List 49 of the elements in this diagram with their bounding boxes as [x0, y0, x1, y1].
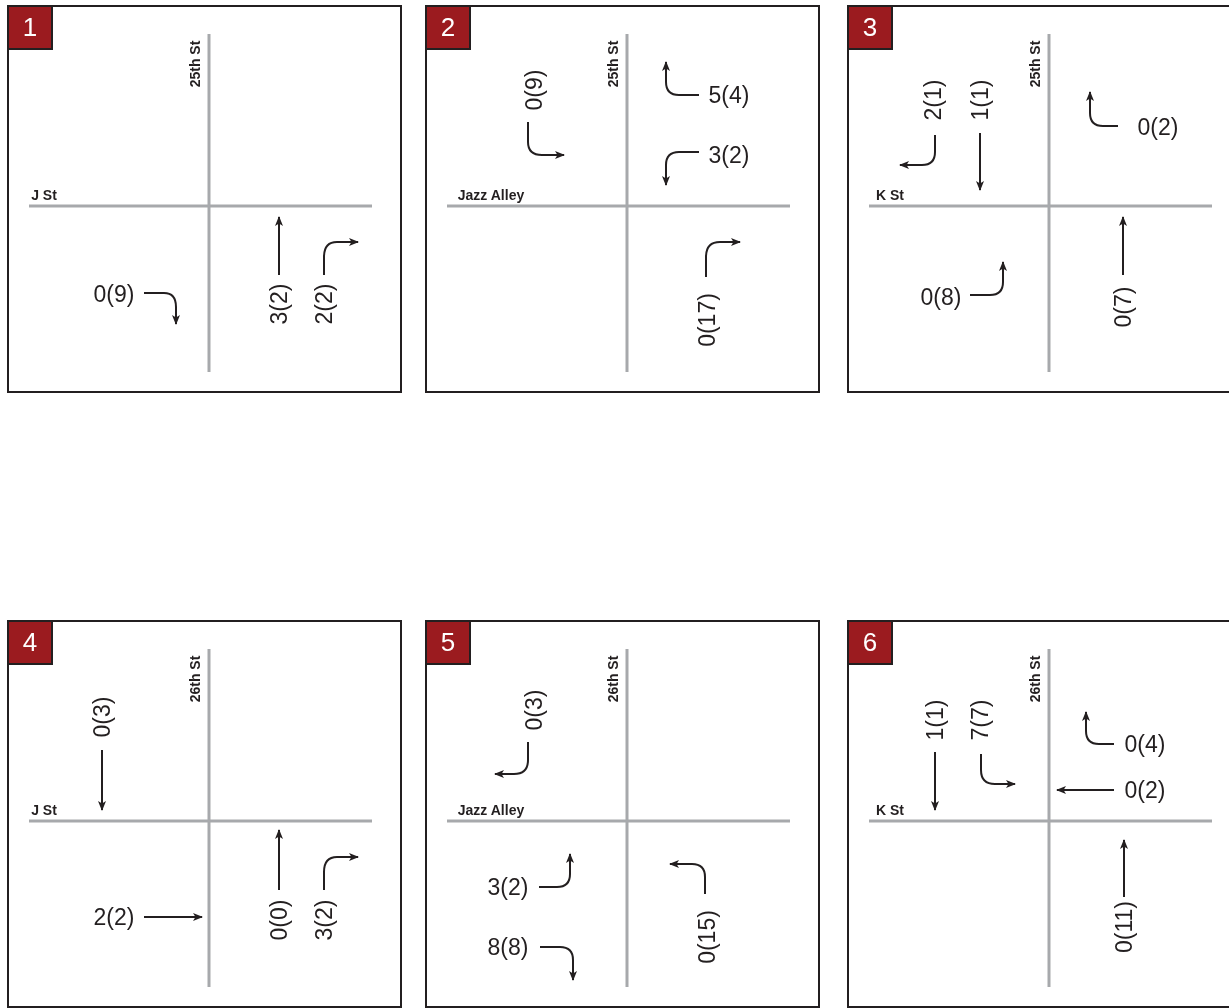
street-name: 25th St: [188, 40, 202, 88]
traffic-count: 1(1): [968, 79, 992, 121]
traffic-count: 0(9): [93, 282, 135, 306]
street-name: Jazz Alley: [457, 188, 525, 202]
traffic-count: 0(7): [1111, 286, 1135, 328]
traffic-count: 0(8): [920, 285, 962, 309]
traffic-count: 0(2): [1137, 115, 1179, 139]
traffic-count: 1(1): [923, 699, 947, 741]
traffic-count: 2(1): [921, 79, 945, 121]
street-name: J St: [31, 188, 57, 202]
street-name: J St: [31, 803, 57, 817]
traffic-count: 0(2): [1124, 778, 1166, 802]
traffic-count: 0(3): [90, 696, 114, 738]
street-name: 26th St: [1028, 655, 1042, 703]
traffic-count: 3(2): [267, 283, 291, 325]
traffic-count: 3(2): [708, 143, 750, 167]
street-name: 25th St: [1028, 40, 1042, 88]
traffic-count: 3(2): [487, 875, 529, 899]
traffic-count: 7(7): [968, 699, 992, 741]
traffic-count: 8(8): [487, 935, 529, 959]
street-name: 26th St: [606, 655, 620, 703]
street-name: Jazz Alley: [457, 803, 525, 817]
panel-number: 1: [7, 5, 53, 50]
street-name: 25th St: [606, 40, 620, 88]
panel-number: 6: [847, 620, 893, 665]
traffic-count: 0(4): [1124, 732, 1166, 756]
panel-number: 5: [425, 620, 471, 665]
traffic-count: 0(3): [522, 689, 546, 731]
panel-frame: [7, 620, 402, 1008]
panel-frame: [847, 5, 1229, 393]
traffic-count: 0(9): [522, 69, 546, 111]
traffic-count: 3(2): [312, 899, 336, 941]
panel-number: 4: [7, 620, 53, 665]
traffic-count: 5(4): [708, 83, 750, 107]
street-name: K St: [876, 188, 904, 202]
panel-frame: [425, 620, 820, 1008]
street-name: K St: [876, 803, 904, 817]
traffic-count: 2(2): [93, 905, 135, 929]
panel-frame: [847, 620, 1229, 1008]
traffic-count: 0(15): [695, 910, 719, 964]
panel-number: 3: [847, 5, 893, 50]
panel-frame: [7, 5, 402, 393]
panel-frame: [425, 5, 820, 393]
panel-number: 2: [425, 5, 471, 50]
traffic-count: 0(17): [695, 293, 719, 347]
traffic-count: 2(2): [312, 283, 336, 325]
traffic-count: 0(11): [1112, 901, 1136, 953]
street-name: 26th St: [188, 655, 202, 703]
traffic-count: 0(0): [267, 899, 291, 941]
